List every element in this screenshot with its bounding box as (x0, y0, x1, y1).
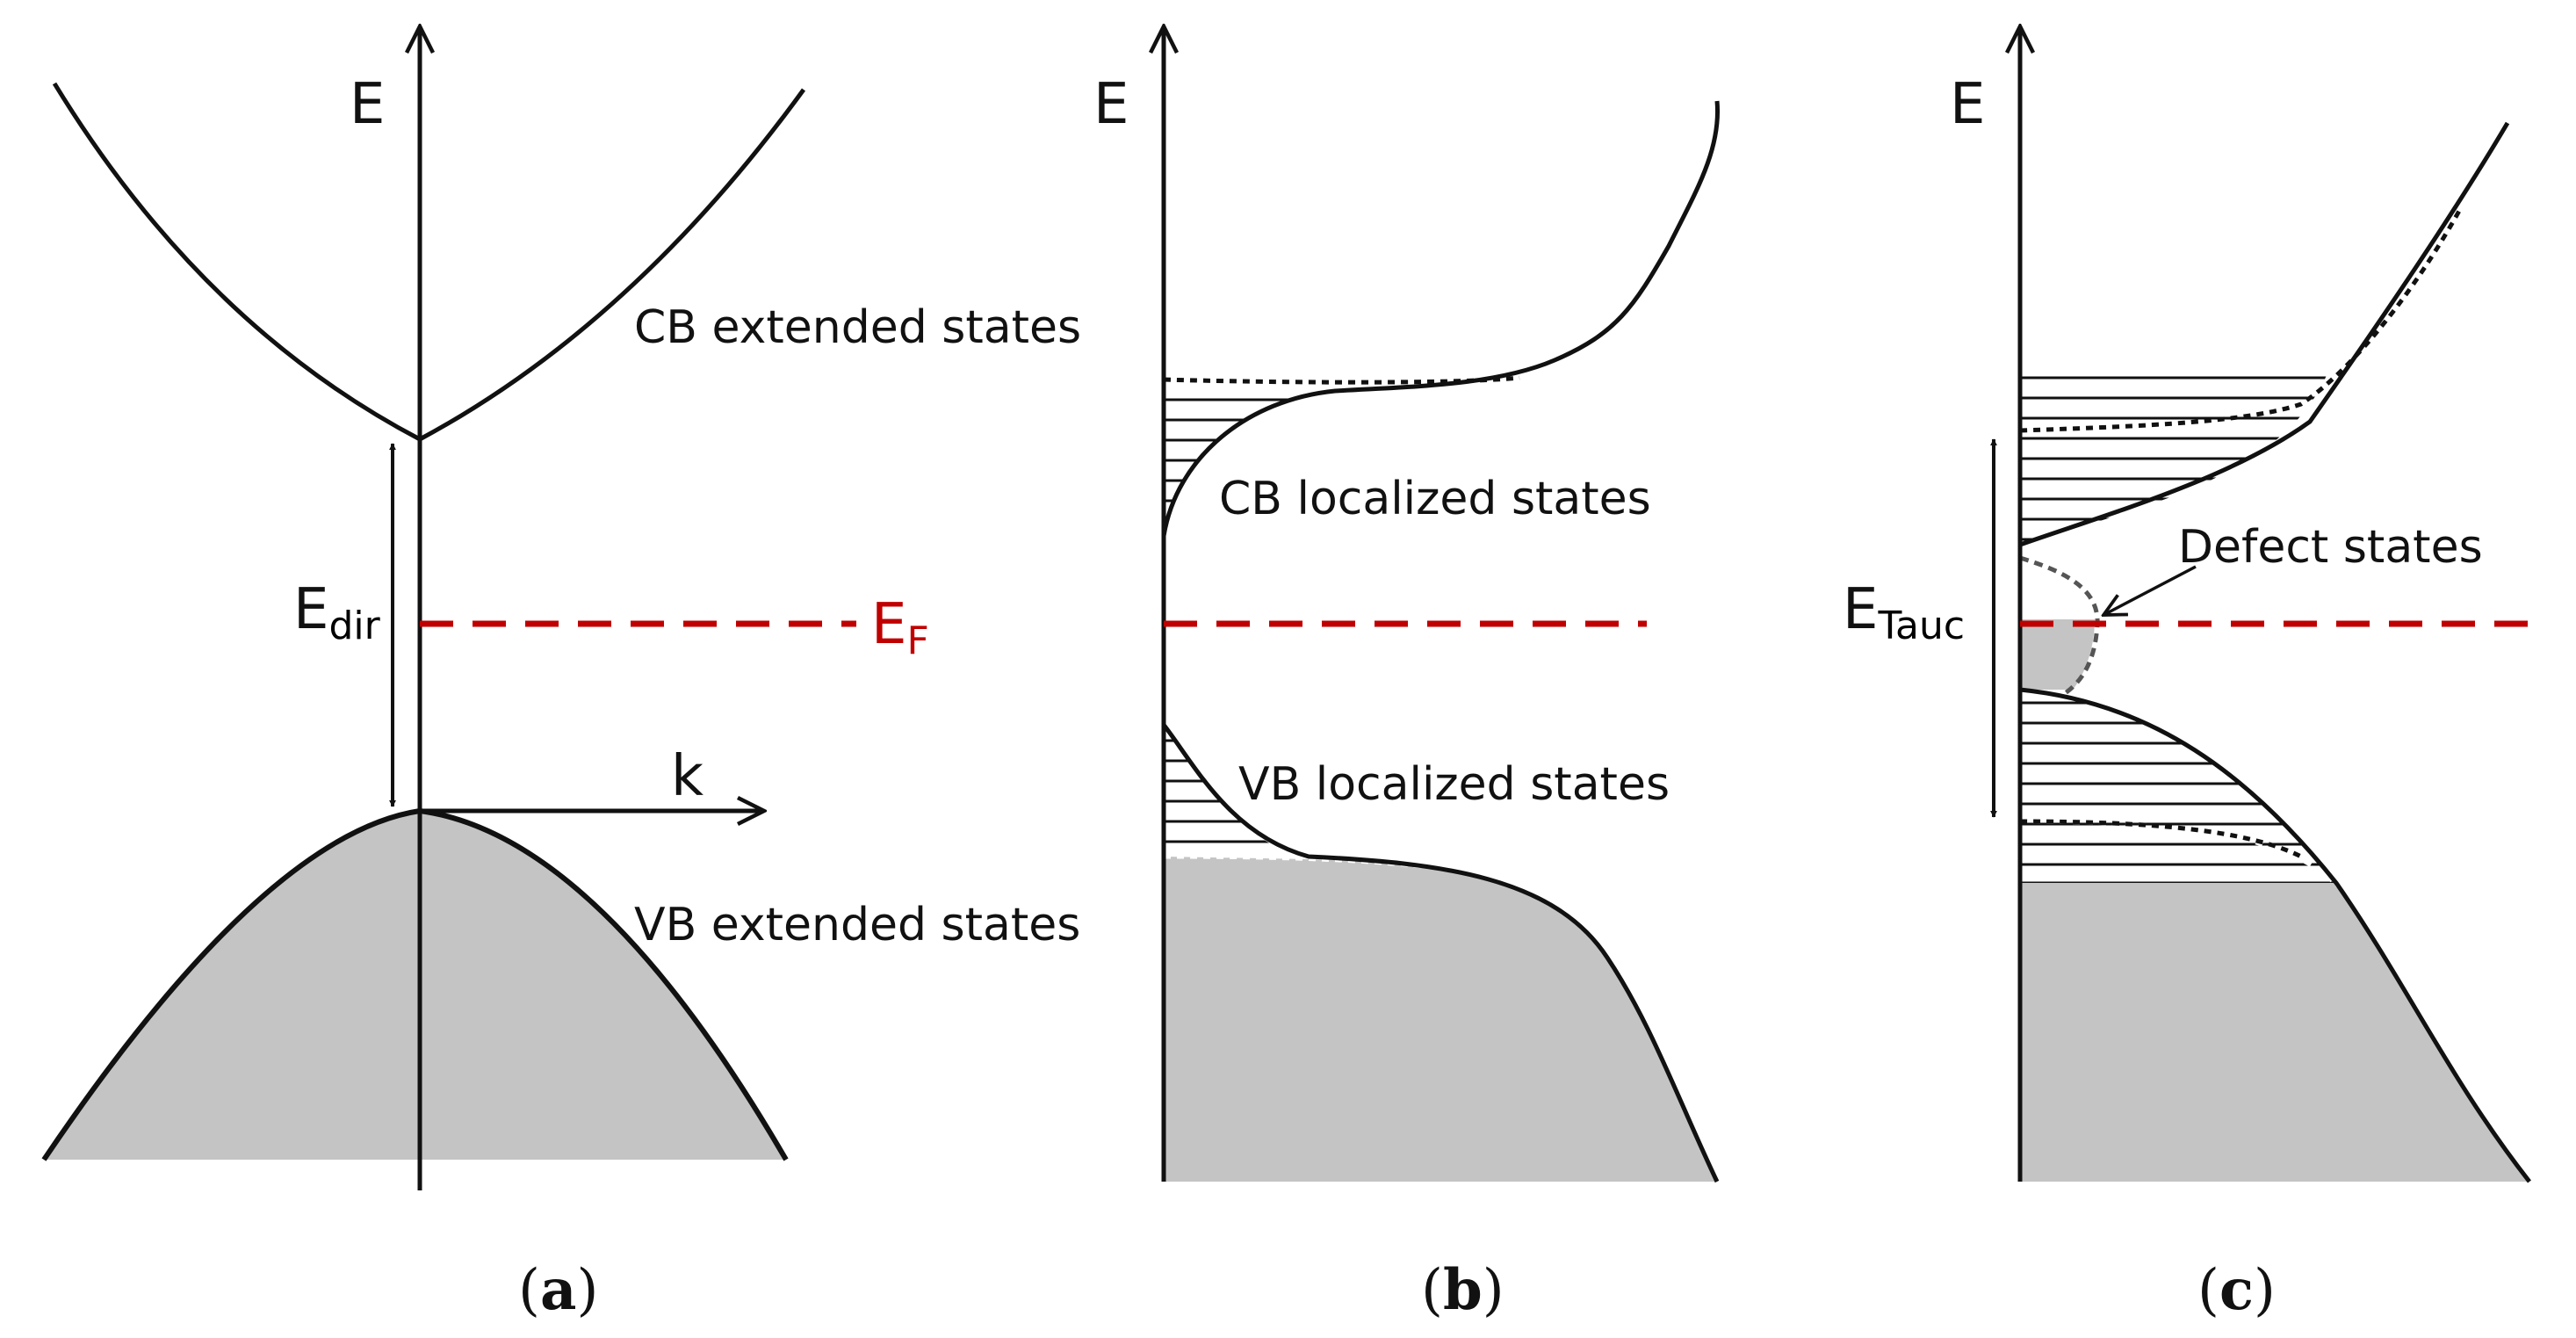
defect-pointer-arrow (2103, 565, 2197, 615)
vb-localized-hatching (2020, 701, 2336, 883)
conduction-band-curve (1161, 100, 1721, 537)
vb-extended-dotted (1163, 854, 1623, 977)
vb-localized-label: VB localized states (1238, 758, 1670, 811)
caption-a: (a) (518, 1257, 598, 1323)
vb-extended-label: VB extended states (634, 899, 1080, 951)
vb-extended-dotted-dark (2019, 819, 2303, 859)
cb-localized-hatching (2020, 376, 2327, 541)
valence-band-curve (2019, 687, 2531, 1183)
panel-c: E Defect states ETauc (1843, 26, 2531, 1183)
cb-localized-label: CB localized states (1219, 473, 1651, 525)
tauc-gap-label: ETauc (1843, 577, 1965, 648)
energy-axis-label: E (350, 72, 385, 137)
defect-states-fill (2020, 619, 2095, 690)
caption-b: (b) (1421, 1257, 1504, 1323)
direct-gap-label: Edir (293, 577, 381, 648)
cb-extended-dotted (2019, 209, 2462, 433)
k-axis-label: k (671, 744, 704, 809)
energy-axis-label: E (1950, 72, 1985, 137)
caption-c: (c) (2197, 1257, 2276, 1323)
valence-band-fill (44, 811, 786, 1160)
valence-band-fill (1164, 857, 1717, 1182)
cb-extended-label: CB extended states (634, 301, 1081, 354)
fermi-level-label: EF (871, 592, 929, 663)
valence-band-curve (1162, 723, 1720, 1183)
conduction-band-curve (52, 82, 806, 442)
valence-band-fill (2020, 883, 2529, 1182)
defect-states-label: Defect states (2178, 521, 2483, 574)
conduction-band-curve (2019, 121, 2510, 547)
energy-axis-label: E (1093, 72, 1129, 137)
panel-a: E k CB extended states VB extended state… (41, 26, 1081, 1190)
panel-b: E CB localized states VB localized state… (1093, 26, 1721, 1183)
